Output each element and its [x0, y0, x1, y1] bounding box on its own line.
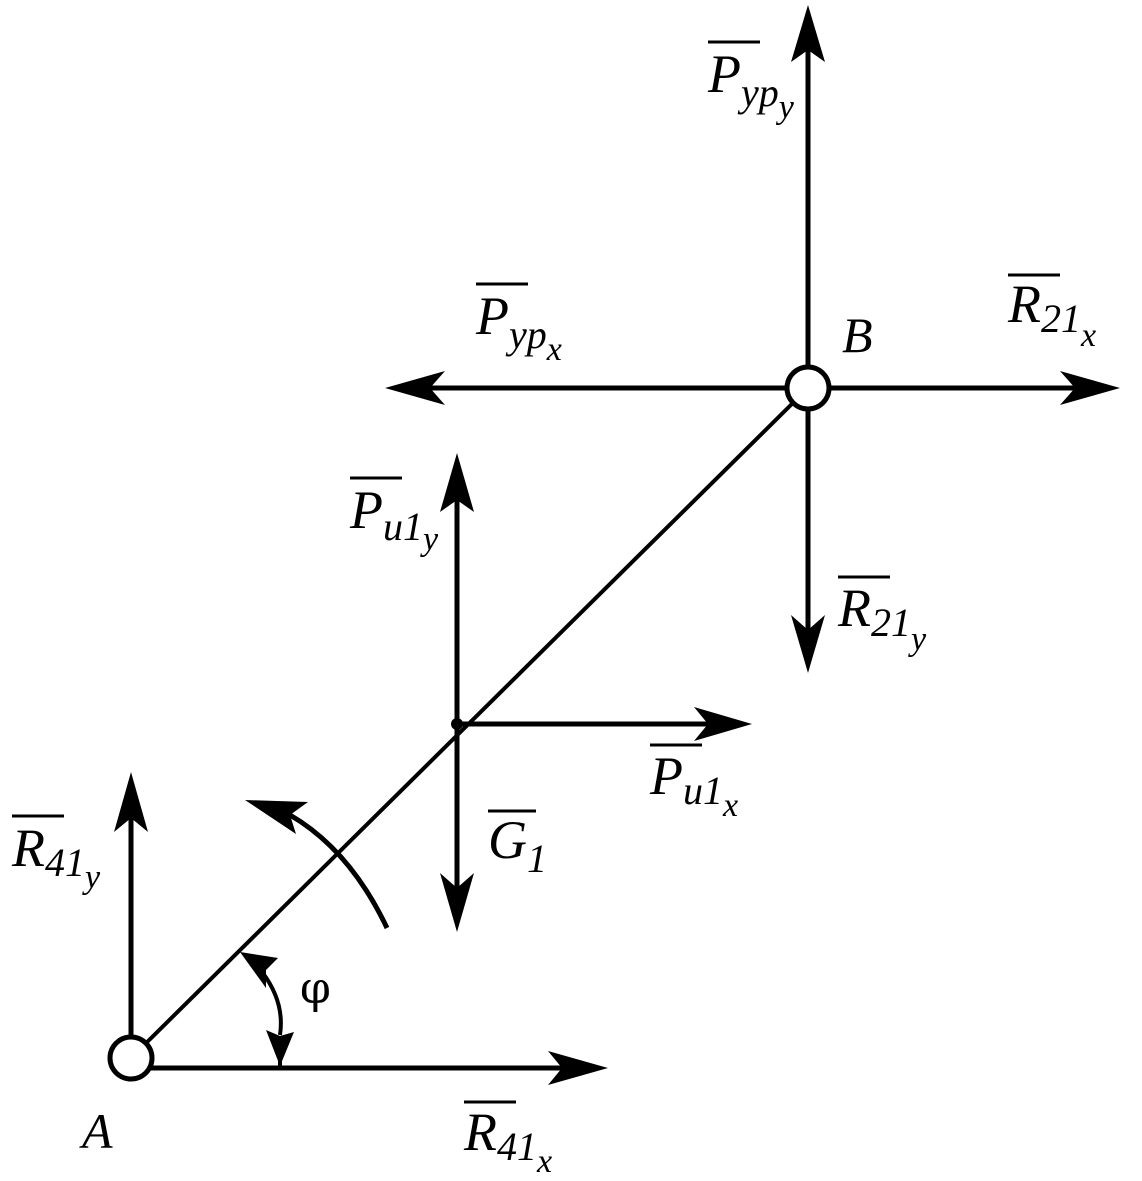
label-pu1-x-main: P — [649, 746, 683, 806]
svg-text:Pypy: Pypy — [707, 44, 795, 126]
label-pu1-x-sub: u1 — [683, 768, 723, 813]
label-r41-y-main: R — [11, 818, 45, 878]
label-p-yp-y-main: P — [707, 44, 741, 104]
svg-text:Pu1y: Pu1y — [349, 480, 439, 558]
force-r41-y-arrowhead — [114, 772, 148, 832]
label-pu1-y: Pu1y — [349, 476, 439, 558]
force-g1-arrowhead — [440, 873, 474, 932]
label-r21-x: R21x — [1007, 273, 1096, 354]
svg-text:Pu1x: Pu1x — [649, 746, 738, 824]
label-r21-x-subsub: x — [1080, 317, 1096, 354]
midpoint-dot — [451, 718, 463, 730]
label-p-yp-y: Pypy — [707, 40, 795, 126]
label-point-b: B — [842, 307, 873, 363]
label-r41-x-main: R — [463, 1102, 497, 1162]
label-p-yp-x-subsub: x — [546, 331, 562, 368]
svg-text:R21x: R21x — [1007, 274, 1096, 354]
label-pu1-y-subsub: y — [420, 521, 439, 558]
label-r21-x-main: R — [1007, 274, 1041, 334]
label-g1-main: G — [488, 810, 527, 870]
force-p-yp-x-arrowhead — [385, 371, 445, 405]
svg-text:R21y: R21y — [837, 578, 927, 658]
force-r21-y-arrowhead — [791, 615, 825, 673]
rotation-arc — [288, 812, 390, 930]
label-angle-phi: φ — [300, 963, 331, 1014]
label-r21-y-subsub: y — [908, 621, 927, 658]
label-p-yp-x-sub: yp — [505, 312, 547, 357]
label-p-yp-x: Pypx — [475, 282, 562, 368]
label-pu1-y-sub: u1 — [383, 504, 423, 549]
label-pu1-x-subsub: x — [722, 787, 738, 824]
force-r21-x-arrowhead — [1060, 371, 1120, 405]
label-r21-x-sub: 21 — [1041, 296, 1081, 341]
joint-b — [784, 364, 832, 412]
label-pu1-x: Pu1x — [649, 743, 738, 824]
joint-a — [107, 1034, 155, 1082]
label-r21-y: R21y — [837, 575, 927, 658]
svg-text:G1: G1 — [488, 810, 547, 881]
svg-text:R41y: R41y — [11, 818, 101, 896]
label-r41-x-subsub: x — [536, 1143, 552, 1180]
force-pu1-y-arrowhead — [440, 453, 474, 512]
label-r41-x-sub: 41 — [497, 1124, 537, 1169]
force-r41-x-arrowhead — [548, 1051, 608, 1085]
force-p-yp-y-arrowhead — [791, 5, 825, 62]
rotation-arc-arrowhead — [245, 800, 308, 834]
label-p-yp-y-sub: yp — [737, 70, 779, 115]
force-pu1-x-arrowhead — [694, 707, 752, 741]
label-pu1-y-main: P — [349, 480, 383, 540]
label-r21-y-main: R — [837, 578, 871, 638]
label-r41-y-subsub: y — [82, 859, 101, 896]
label-p-yp-x-main: P — [475, 286, 509, 346]
svg-text:Pypx: Pypx — [475, 286, 562, 368]
svg-text:R41x: R41x — [463, 1102, 552, 1180]
label-r21-y-sub: 21 — [871, 600, 911, 645]
label-r41-y: R41y — [11, 814, 101, 896]
label-r41-x: R41x — [463, 1100, 552, 1180]
angle-phi-arrowhead-top — [240, 952, 278, 988]
label-r41-y-sub: 41 — [45, 840, 85, 885]
label-g1: G1 — [488, 809, 547, 881]
label-g1-sub: 1 — [527, 836, 547, 881]
label-p-yp-y-subsub: y — [776, 89, 795, 126]
label-point-a: A — [79, 1103, 113, 1159]
